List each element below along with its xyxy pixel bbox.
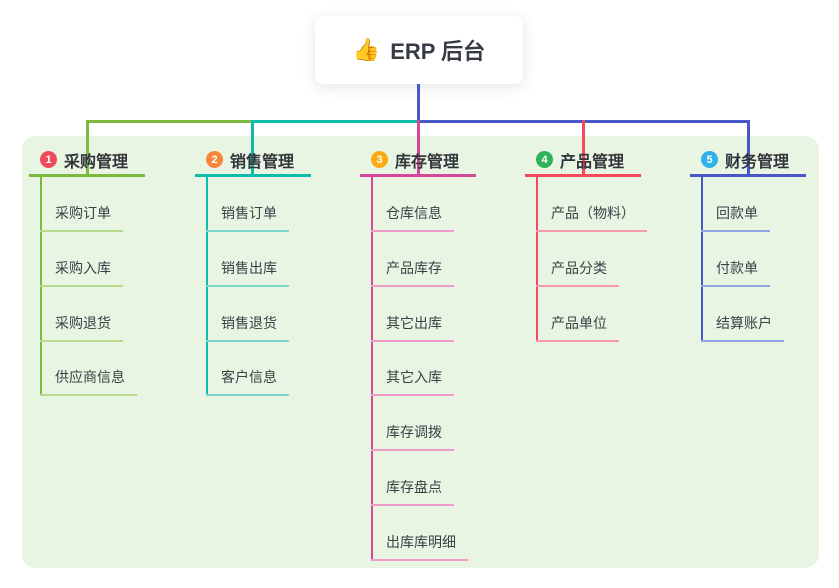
branch-header[interactable]: 2 销售管理 xyxy=(195,145,311,177)
child-item[interactable]: 销售订单 xyxy=(206,204,289,232)
branch-number-badge: 2 xyxy=(206,151,223,168)
child-item[interactable]: 仓库信息 xyxy=(371,204,454,232)
branches-panel xyxy=(22,136,819,568)
child-item[interactable]: 供应商信息 xyxy=(40,368,137,396)
child-item[interactable]: 库存调拨 xyxy=(371,423,454,451)
branch-label: 财务管理 xyxy=(725,153,790,171)
child-item[interactable]: 产品（物料） xyxy=(536,204,647,232)
branch-label: 库存管理 xyxy=(395,153,460,171)
branch-label: 销售管理 xyxy=(230,153,295,171)
child-item[interactable]: 付款单 xyxy=(701,259,770,287)
branch-stem-line xyxy=(536,177,538,342)
branch-drop-line xyxy=(747,120,750,177)
child-item[interactable]: 库存盘点 xyxy=(371,478,454,506)
branch-header[interactable]: 4 产品管理 xyxy=(525,145,641,177)
bus-segment-middle xyxy=(252,120,419,123)
child-item[interactable]: 回款单 xyxy=(701,204,770,232)
child-item[interactable]: 其它出库 xyxy=(371,314,454,342)
branch-label: 采购管理 xyxy=(64,153,129,171)
thumbs-up-icon: 👍 xyxy=(352,37,381,62)
child-item[interactable]: 销售退货 xyxy=(206,314,289,342)
root-title: ERP 后台 xyxy=(390,39,486,64)
child-item[interactable]: 采购退货 xyxy=(40,314,123,342)
branch-header[interactable]: 5 财务管理 xyxy=(690,145,806,177)
bus-segment-left xyxy=(86,120,253,123)
child-item[interactable]: 出库库明细 xyxy=(371,533,468,561)
child-item[interactable]: 销售出库 xyxy=(206,259,289,287)
branch-header[interactable]: 1 采购管理 xyxy=(29,145,145,177)
branch-drop-line xyxy=(251,120,254,177)
branch-header[interactable]: 3 库存管理 xyxy=(360,145,476,177)
child-item[interactable]: 采购入库 xyxy=(40,259,123,287)
branch-label: 产品管理 xyxy=(560,153,625,171)
branch-drop-line xyxy=(86,120,89,177)
child-item[interactable]: 产品库存 xyxy=(371,259,454,287)
branch-stem-line xyxy=(371,177,373,561)
branch-stem-line xyxy=(701,177,703,342)
branch-number-badge: 4 xyxy=(536,151,553,168)
branch-number-badge: 3 xyxy=(371,151,388,168)
branch-drop-line xyxy=(417,120,420,177)
child-item[interactable]: 结算账户 xyxy=(701,314,784,342)
branch-number-badge: 1 xyxy=(40,151,57,168)
root-node[interactable]: 👍 ERP 后台 xyxy=(315,16,523,84)
branch-number-badge: 5 xyxy=(701,151,718,168)
child-item[interactable]: 产品单位 xyxy=(536,314,619,342)
child-item[interactable]: 客户信息 xyxy=(206,368,289,396)
child-item[interactable]: 采购订单 xyxy=(40,204,123,232)
child-item[interactable]: 其它入库 xyxy=(371,368,454,396)
child-item[interactable]: 产品分类 xyxy=(536,259,619,287)
branch-drop-line xyxy=(582,120,585,177)
trunk-line xyxy=(417,84,420,123)
